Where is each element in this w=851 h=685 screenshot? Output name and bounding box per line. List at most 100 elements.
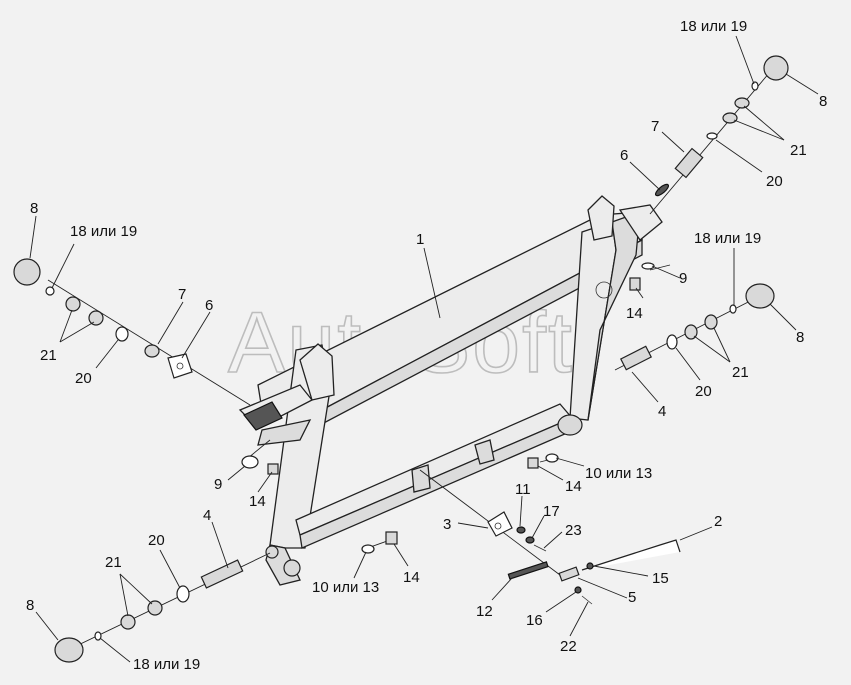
callout-18-top: 18 или 19 xyxy=(680,18,747,35)
callout-6-top: 6 xyxy=(620,147,628,164)
callout-8-left-bottom: 8 xyxy=(26,597,34,614)
leader-9-right xyxy=(651,265,681,279)
bearing-21-right-a xyxy=(704,314,718,330)
leader-23 xyxy=(543,531,563,549)
plate-6-hole xyxy=(176,362,184,370)
leader-7-left xyxy=(157,301,184,345)
leader-6-top xyxy=(629,161,661,191)
left-arm-plate xyxy=(243,401,283,431)
leader-21-right-b xyxy=(693,335,731,363)
leader-14-right-mid xyxy=(537,465,564,481)
ring-20-right xyxy=(666,334,678,350)
bearing-21-left-top-a xyxy=(65,296,81,312)
leader-21-right-a xyxy=(713,327,731,363)
cap-8-left-bottom xyxy=(54,637,84,663)
leader-18-top xyxy=(735,35,755,85)
leader-21-left-bottom-b xyxy=(119,573,153,605)
leader-4-right xyxy=(631,371,659,403)
leader-20-left-bottom xyxy=(159,549,181,589)
leader-10-bottom xyxy=(353,551,367,579)
washer-16 xyxy=(574,586,582,594)
callout-9-left: 9 xyxy=(214,476,222,493)
leader-18-left-bottom xyxy=(99,637,131,663)
callout-14-left: 14 xyxy=(249,493,266,510)
bottom-bracket xyxy=(411,464,431,493)
bearing-21-left-bottom-b xyxy=(147,600,163,616)
leader-17 xyxy=(531,515,545,539)
callout-18-left-bottom: 18 или 19 xyxy=(133,656,200,673)
callout-4-left: 4 xyxy=(203,507,211,524)
callout-8-left-top: 8 xyxy=(30,200,38,217)
washer-6-top xyxy=(654,183,670,197)
right-lower-bushing xyxy=(557,414,583,436)
leader-21-top-a xyxy=(743,105,785,141)
left-top-axis-line xyxy=(47,279,251,406)
leader-3 xyxy=(457,522,489,529)
left-top-bracket xyxy=(299,343,335,401)
leader-15 xyxy=(593,565,649,577)
lead-9-left xyxy=(247,439,271,459)
lower-mechanism xyxy=(419,469,681,605)
leader-21-left-top-b xyxy=(59,321,95,343)
nut-14-mid xyxy=(527,457,539,469)
pin-4-right xyxy=(619,345,653,371)
callout-20-left-bottom: 20 xyxy=(148,532,165,549)
left-lower-bushing-2 xyxy=(265,545,279,559)
leader-10-right xyxy=(555,457,585,467)
leader-11 xyxy=(519,495,523,527)
bottom-beam xyxy=(295,403,574,536)
leader-8-top xyxy=(785,73,819,95)
pin-7-top xyxy=(674,147,704,179)
bearing-21-left-top-b xyxy=(88,310,104,326)
spring-12 xyxy=(507,561,549,580)
ring-18-left-top xyxy=(45,286,55,296)
leader-5 xyxy=(577,577,628,599)
leader-14-left xyxy=(257,471,273,493)
ring-18-top xyxy=(751,81,759,91)
bearing-21-top-a xyxy=(734,97,750,109)
leader-1 xyxy=(423,247,441,319)
top-right-axis-line xyxy=(649,71,771,215)
callout-21-right: 21 xyxy=(732,364,749,381)
callout-labels: 1 2 3 4 4 5 6 6 7 7 8 8 8 8 9 9 10 или 1… xyxy=(26,18,827,673)
bearing-21-right-b xyxy=(684,324,698,340)
callout-4-right: 4 xyxy=(658,403,666,420)
lead-9-right xyxy=(649,264,671,271)
callout-22: 22 xyxy=(560,638,577,655)
callout-3: 3 xyxy=(443,516,451,533)
nut-14-left xyxy=(267,463,279,475)
leader-8-left-bottom xyxy=(35,611,59,641)
callout-5: 5 xyxy=(628,589,636,606)
washer-10-bottom xyxy=(361,544,375,554)
bracket-3-hole xyxy=(494,522,502,530)
callout-14-right-mid: 14 xyxy=(565,478,582,495)
callout-11: 11 xyxy=(515,481,531,498)
washer-9-right xyxy=(641,262,655,270)
right-top-bracket xyxy=(587,195,615,241)
pin-7-left xyxy=(144,344,160,358)
rod-2 xyxy=(581,539,681,571)
leader-22 xyxy=(569,601,589,637)
cap-8-left-top xyxy=(13,258,41,286)
right-upright-hole xyxy=(595,281,613,299)
ring-18-left-bottom xyxy=(94,631,102,641)
pin-22 xyxy=(581,595,593,605)
callout-23: 23 xyxy=(565,522,582,539)
callout-9-right: 9 xyxy=(679,270,687,287)
leader-4-left xyxy=(211,521,229,569)
callout-10-right: 10 или 13 xyxy=(585,465,652,482)
left-top-pin-group xyxy=(13,258,279,475)
cap-8-top xyxy=(763,55,789,81)
leader-8-right xyxy=(769,303,797,331)
leader-12 xyxy=(491,577,513,601)
ring-20-left-bottom xyxy=(176,585,190,603)
pin-4-left xyxy=(200,559,244,589)
callout-6-left: 6 xyxy=(205,297,213,314)
leader-21-left-top-a xyxy=(59,309,73,343)
callout-10-bottom: 10 или 13 xyxy=(312,579,379,596)
ring-20-left-top xyxy=(115,326,129,342)
washer-17 xyxy=(525,536,535,544)
nut-14-bottom xyxy=(385,531,398,545)
leader-21-top-b xyxy=(733,119,785,141)
callout-16: 16 xyxy=(526,612,543,629)
